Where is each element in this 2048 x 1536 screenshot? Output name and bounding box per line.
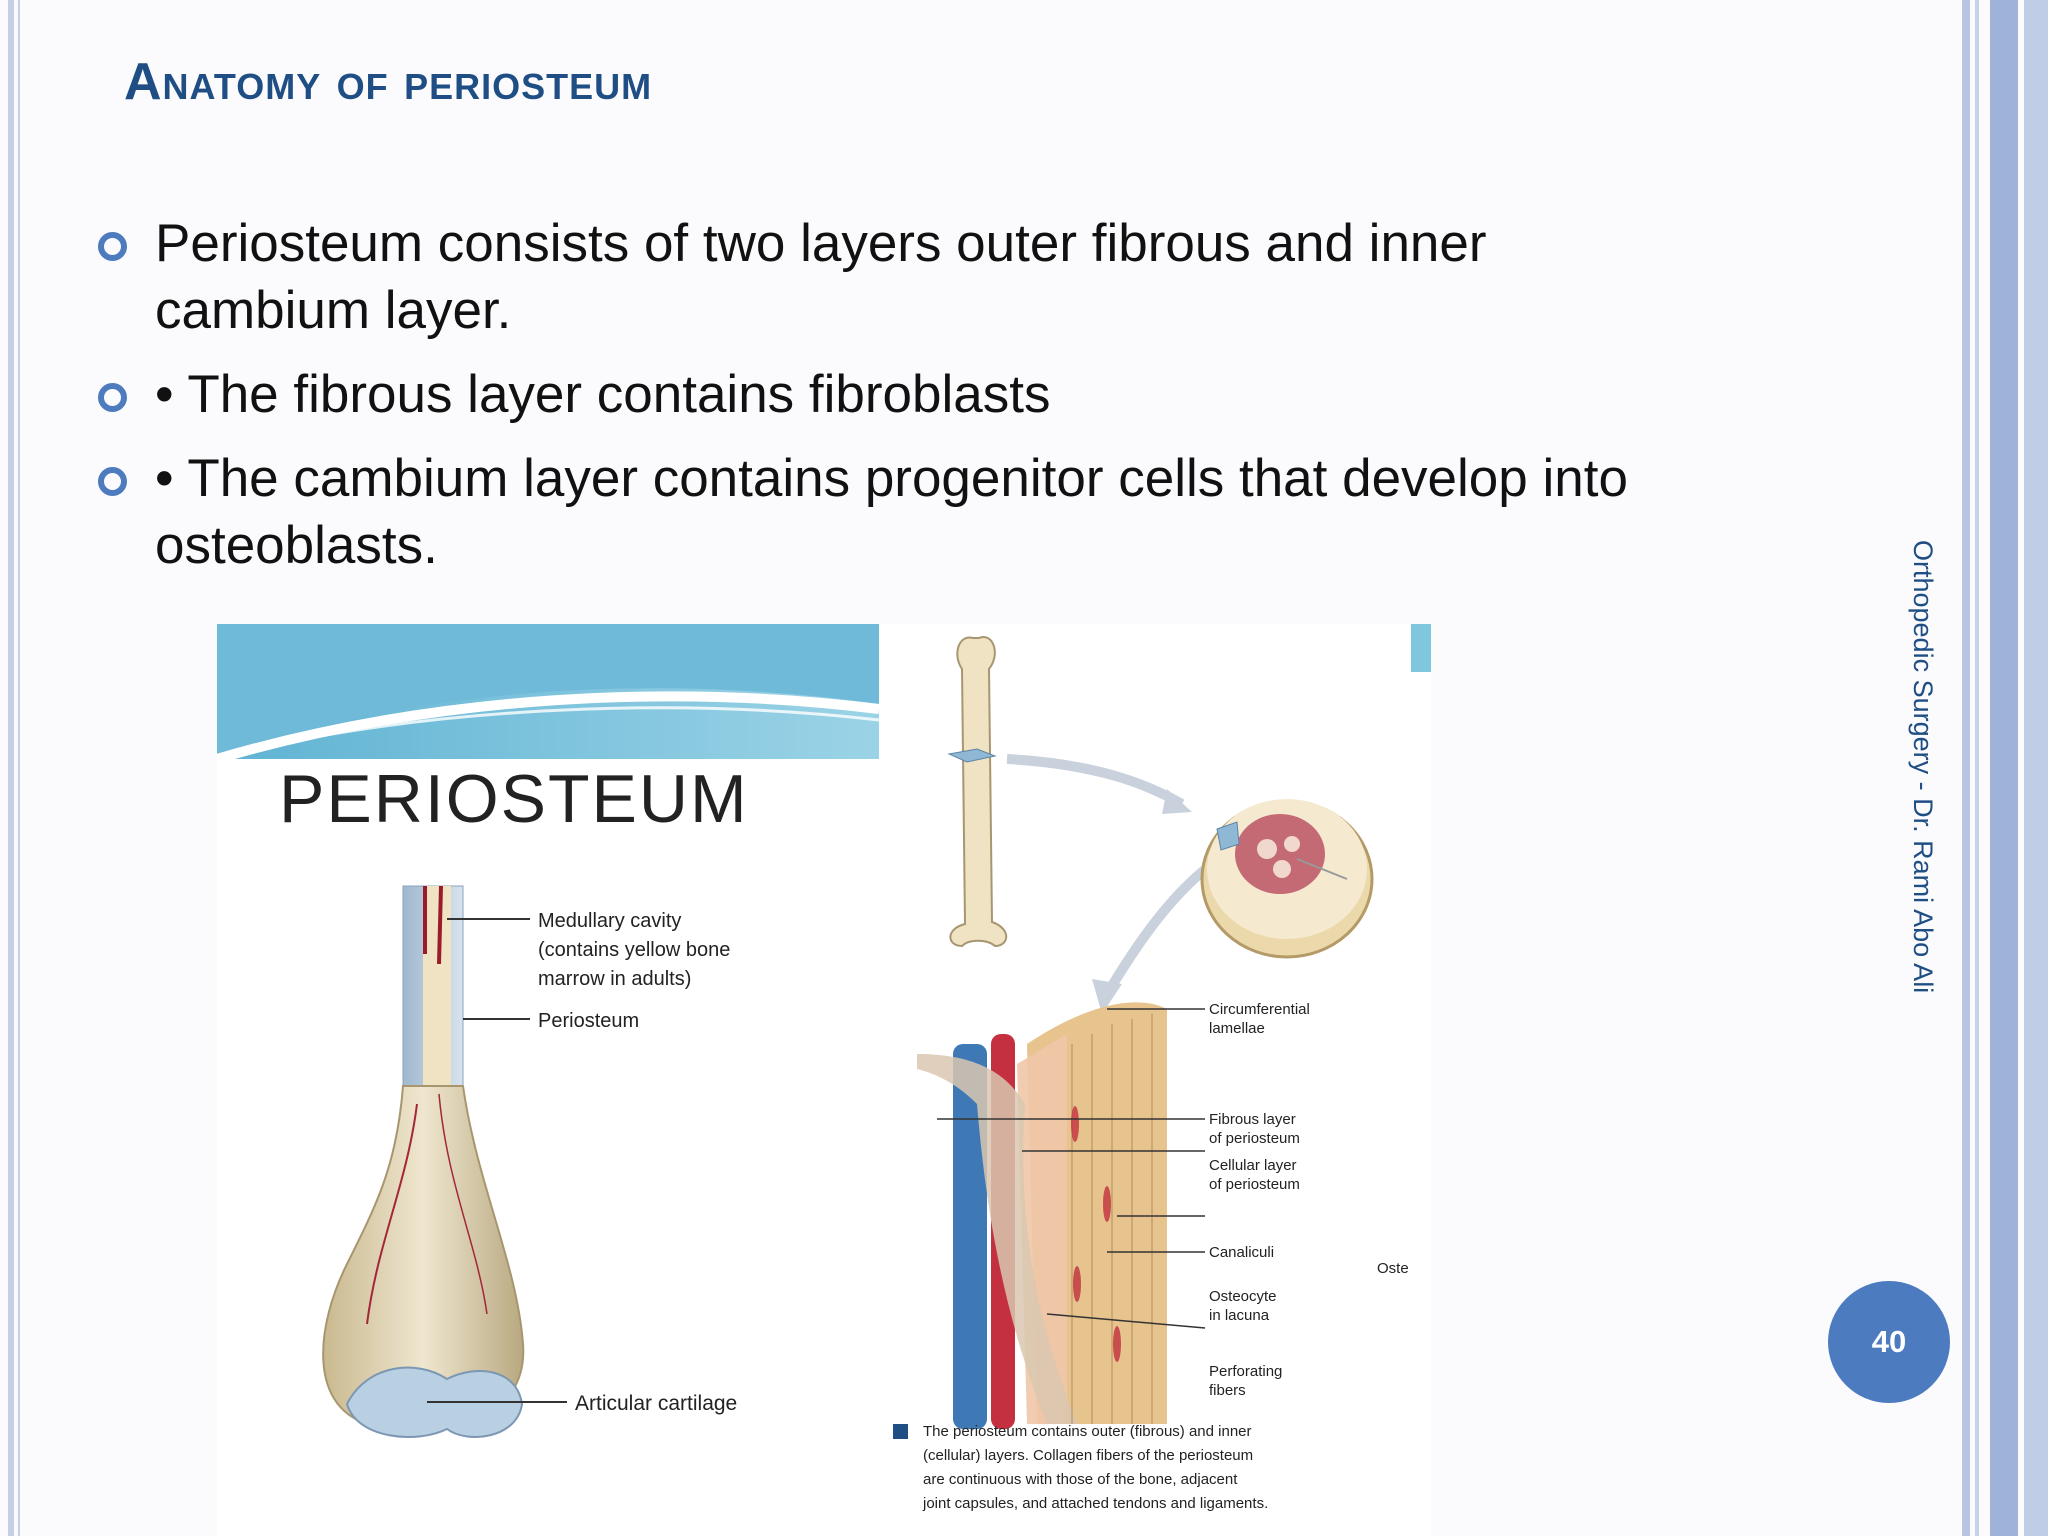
slide-frame-right: [1962, 0, 1970, 1536]
footer-vertical-text: Orthopedic Surgery - Dr. Rami Abo Ali: [1908, 540, 1938, 994]
slide-frame-right-band: [1990, 0, 2018, 1536]
periosteum-figure: PERIOSTEUM Medullary cavity (contains ye…: [217, 624, 1431, 1536]
long-bone-illustration: [322, 885, 525, 1438]
figure-heading: PERIOSTEUM: [279, 761, 749, 837]
slide-title: Anatomy of periosteum: [124, 53, 653, 111]
label-medullary-cavity-line2: (contains yellow bone: [538, 939, 730, 961]
page-number-badge: 40: [1828, 1281, 1950, 1403]
right-leader-lines: [937, 1008, 1206, 1329]
label-cut-off: Oste: [1377, 1260, 1409, 1277]
label-perforating-fibers-line2: fibers: [1209, 1382, 1246, 1399]
label-canaliculi: Canaliculi: [1209, 1244, 1274, 1261]
label-osteocyte: Osteocyte: [1209, 1288, 1277, 1305]
label-articular-cartilage: Articular cartilage: [575, 1392, 737, 1415]
circle-bullet-icon: [98, 232, 127, 261]
bone-cross-section: [1200, 799, 1374, 959]
slide-frame-left: [8, 0, 14, 1536]
label-periosteum: Periosteum: [538, 1010, 639, 1032]
figure-caption-line: The periosteum contains outer (fibrous) …: [923, 1423, 1252, 1440]
label-medullary-cavity: Medullary cavity: [538, 910, 681, 932]
figure-caption-line: joint capsules, and attached tendons and…: [922, 1495, 1268, 1512]
label-cellular-layer: Cellular layer: [1209, 1157, 1297, 1174]
humerus-illustration: [947, 636, 1230, 1014]
banner-decoration: [217, 624, 1431, 779]
bullet-item: • The fibrous layer contains fibroblasts: [96, 361, 1716, 428]
label-fibrous-layer: Fibrous layer: [1209, 1111, 1296, 1128]
label-perforating-fibers: Perforating: [1209, 1363, 1282, 1380]
bullet-item: • The cambium layer contains progenitor …: [96, 445, 1716, 579]
bullet-text: Periosteum consists of two layers outer …: [155, 214, 1487, 340]
label-fibrous-layer-line2: of periosteum: [1209, 1130, 1300, 1147]
label-medullary-cavity-line3: marrow in adults): [538, 968, 691, 990]
label-cellular-layer-line2: of periosteum: [1209, 1176, 1300, 1193]
circle-bullet-icon: [98, 467, 127, 496]
label-osteocyte-line2: in lacuna: [1209, 1307, 1270, 1324]
bullet-text: • The fibrous layer contains fibroblasts: [155, 365, 1051, 424]
bullet-text: • The cambium layer contains progenitor …: [155, 449, 1628, 575]
label-circumferential-lamellae: Circumferential: [1209, 1001, 1310, 1018]
bullet-list: Periosteum consists of two layers outer …: [96, 210, 1716, 596]
circle-bullet-icon: [98, 383, 127, 412]
slide-frame-right-thin: [1975, 0, 1979, 1536]
figure-caption-line: are continuous with those of the bone, a…: [923, 1471, 1238, 1488]
bullet-item: Periosteum consists of two layers outer …: [96, 210, 1716, 344]
figure-caption-line: (cellular) layers. Collagen fibers of th…: [923, 1447, 1253, 1464]
periosteum-layer-illustration: [917, 1002, 1167, 1429]
label-circumferential-lamellae-line2: lamellae: [1209, 1020, 1265, 1037]
slide-frame-right-outer: [2024, 0, 2048, 1536]
slide-frame-left-thin: [18, 0, 20, 1536]
caption-marker-icon: [893, 1424, 908, 1439]
left-leader-lines: [427, 918, 567, 1403]
